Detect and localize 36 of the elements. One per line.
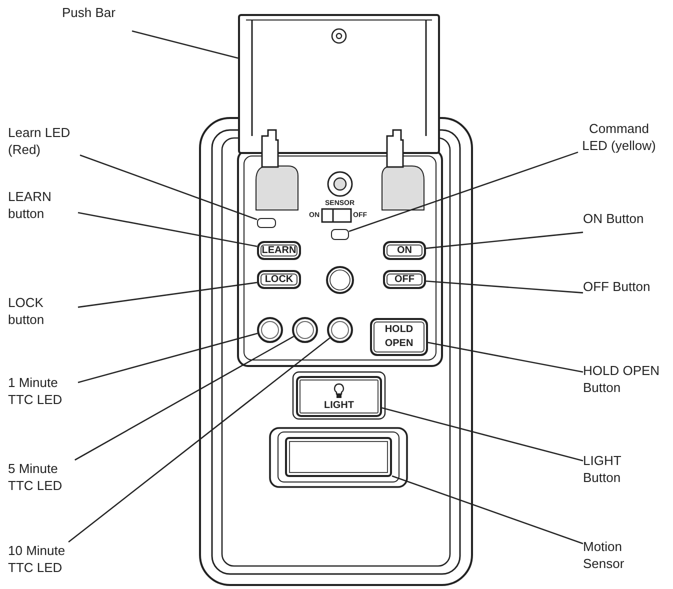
push-button: OFF — [383, 270, 426, 289]
motion-sensor-lens — [285, 437, 392, 477]
leader-line — [382, 407, 584, 462]
push-bar-flap — [238, 14, 440, 154]
leader-line — [68, 337, 330, 543]
leader-line — [392, 475, 584, 544]
push-button: LIGHT — [296, 376, 382, 417]
callout-label: Command LED (yellow) — [578, 120, 660, 154]
push-button: ON — [383, 241, 426, 260]
callout-label: Motion Sensor — [583, 538, 653, 572]
callout-label: Learn LED (Red) — [8, 124, 80, 158]
callout-label: LIGHT Button — [583, 452, 653, 486]
callout-label: 1 Minute TTC LED — [8, 374, 78, 408]
leader-line — [426, 232, 584, 249]
leader-line — [426, 280, 584, 294]
callout-label: OFF Button — [583, 278, 668, 295]
push-button: LEARN — [257, 241, 301, 260]
led-indicator — [331, 229, 349, 240]
callout-label: 10 Minute TTC LED — [8, 542, 83, 576]
leader-line — [132, 30, 238, 59]
leader-line — [428, 342, 584, 373]
callout-label: ON Button — [583, 210, 668, 227]
leader-line — [74, 336, 294, 461]
callout-label: 5 Minute TTC LED — [8, 460, 78, 494]
leader-line — [78, 332, 258, 384]
callout-label: LEARN button — [8, 188, 78, 222]
leader-line — [78, 282, 258, 308]
leader-line — [80, 154, 258, 220]
leader-line — [348, 152, 578, 232]
push-button: HOLD OPEN — [370, 318, 428, 356]
callout-label: Push Bar — [62, 4, 132, 21]
leader-line — [78, 212, 258, 247]
callout-label: LOCK button — [8, 294, 78, 328]
push-button: LOCK — [257, 270, 301, 289]
callout-label: HOLD OPEN Button — [583, 362, 667, 396]
led-indicator — [257, 218, 276, 228]
